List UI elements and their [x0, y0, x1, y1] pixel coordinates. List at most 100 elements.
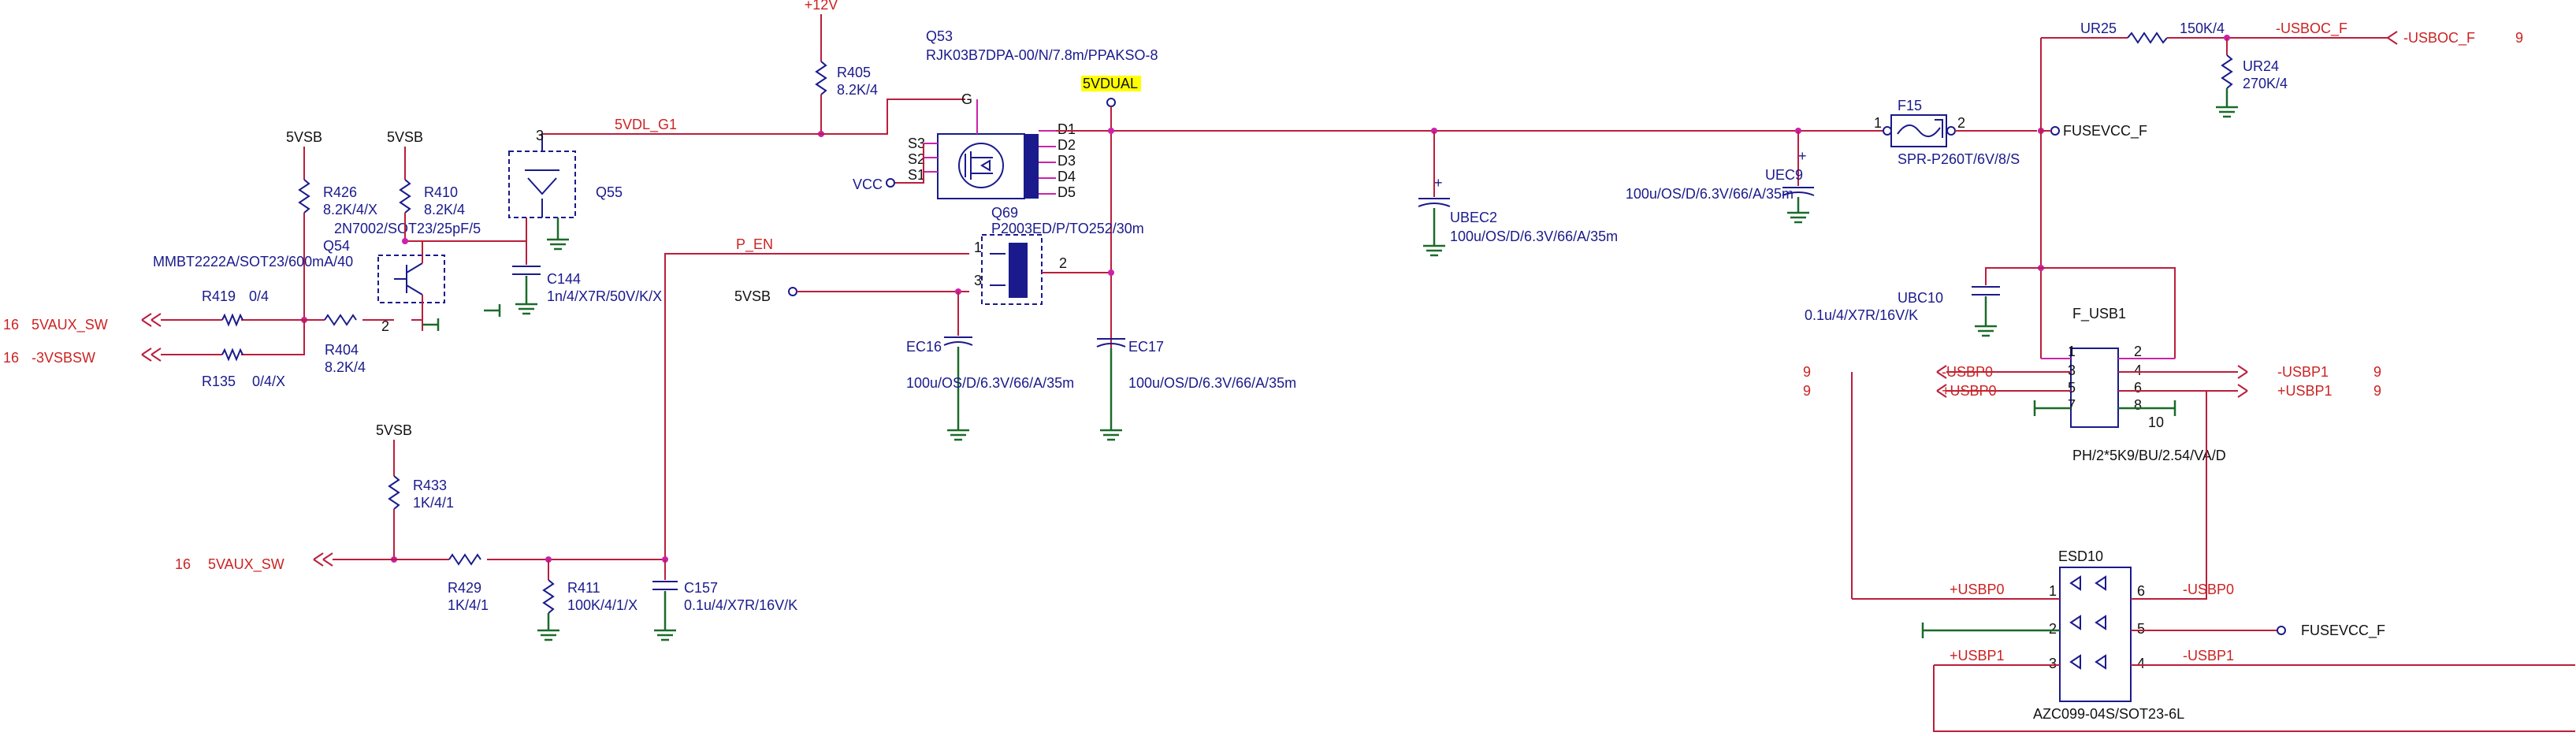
fusevcc-connector — [2050, 126, 2060, 136]
f15-pin2-label: 2 — [1957, 115, 1965, 131]
esd-pin-4: 4 — [2137, 656, 2145, 671]
f-usb1-ref: F_USB1 — [2072, 306, 2126, 322]
esd10-diodes — [2069, 575, 2106, 670]
resistor-r135 — [221, 348, 243, 362]
vcc-connector — [886, 178, 895, 188]
r429-value: 1K/4/1 — [448, 597, 489, 613]
q53-pin-d5: D5 — [1058, 184, 1076, 200]
net-p-en: P_EN — [736, 236, 773, 253]
r135-value: 0/4/X — [252, 374, 285, 389]
rail-plus12v: +12V — [805, 0, 838, 13]
usb-m1-header: -USBP1 — [2277, 364, 2329, 380]
esd-pin-1: 1 — [2049, 583, 2057, 599]
r426-value: 8.2K/4/X — [323, 202, 377, 217]
wire-usb-header — [1946, 371, 2238, 392]
usb1-sheet-ref-a: 9 — [2373, 364, 2381, 380]
ground-c144-side — [484, 304, 501, 317]
ground-q54 — [422, 318, 440, 331]
esd-pin-3: 3 — [2049, 656, 2057, 671]
rail-vcc: VCC — [853, 177, 883, 192]
vdual-highlight — [1081, 76, 1141, 91]
r419-value: 0/4 — [249, 288, 269, 304]
cap-ec16 — [943, 336, 973, 346]
transistor-q69 — [981, 234, 1043, 305]
f15-pin2 — [1946, 126, 1956, 136]
wire-vcc — [894, 143, 924, 184]
usb0-offsheet — [1936, 365, 1947, 398]
q69-tab — [1009, 243, 1028, 298]
c157-ref: C157 — [684, 580, 718, 596]
header-pin-8: 8 — [2134, 397, 2142, 413]
q69-leads — [990, 253, 1005, 286]
header-pin-3: 3 — [2068, 362, 2076, 378]
r433-rail: 5VSB — [376, 422, 412, 438]
f15-value: SPR-P260T/6V/8/S — [1898, 151, 2020, 167]
ground-header — [2033, 400, 2176, 416]
net-usboc-label: -USBOC_F — [2276, 20, 2347, 37]
ur25-ref: UR25 — [2080, 20, 2117, 36]
usb1-sheet-ref-b: 9 — [2373, 383, 2381, 399]
f15-symbol — [1897, 119, 1943, 138]
rail-5vaux-sw-2: 5VAUX_SW — [208, 556, 284, 573]
q53-pin-d1: D1 — [1058, 121, 1076, 137]
vdual-connector — [1106, 98, 1116, 107]
wire-q54 — [411, 241, 423, 331]
ubec2-ref: UBEC2 — [1450, 210, 1497, 225]
ec17-value: 100u/OS/D/6.3V/66/A/35m — [1128, 375, 1296, 391]
ground-ubc10 — [1975, 296, 1997, 337]
r419-ref: R419 — [202, 288, 236, 304]
ubec2-polarity: + — [1434, 175, 1443, 191]
f15-pin1-label: 1 — [1874, 115, 1882, 131]
resistor-r419 — [221, 313, 243, 327]
q69-pin-2: 2 — [1059, 255, 1067, 271]
q69-pin-1: 1 — [974, 240, 982, 255]
ground-r411 — [537, 613, 559, 641]
ec17-ref: EC17 — [1128, 339, 1164, 355]
esd-pin-2: 2 — [2049, 621, 2057, 637]
q53-body — [958, 143, 1004, 188]
resistor-r429 — [448, 553, 481, 566]
q53-pin-d4: D4 — [1058, 169, 1076, 184]
q53-ref: Q53 — [926, 28, 953, 44]
ubc10-ref: UBC10 — [1898, 290, 1943, 306]
vaux2-offsheet — [313, 552, 333, 567]
q54-symbol — [394, 262, 423, 296]
resistor-r433 — [388, 475, 400, 510]
q69-pin-3: 3 — [974, 273, 982, 288]
esd10-ref: ESD10 — [2058, 548, 2103, 564]
ground-c144 — [515, 276, 537, 315]
header-pin-10: 10 — [2148, 414, 2164, 430]
f-usb1-value: PH/2*5K9/BU/2.54/VA/D — [2072, 448, 2226, 463]
usb-p1-esd: +USBP1 — [1950, 648, 2005, 664]
q55-value: 2N7002/SOT23/25pF/5 — [334, 221, 481, 236]
ground-ec16 — [947, 347, 969, 441]
header-f-usb1 — [2070, 348, 2119, 428]
header-pin-4: 4 — [2134, 362, 2142, 378]
rail-fusevcc-esd: FUSEVCC_F — [2301, 623, 2385, 639]
r410-ref: R410 — [424, 184, 458, 200]
vsbsw-offsheet — [141, 348, 162, 362]
q53-pin-s1: S1 — [908, 167, 925, 183]
q69-rail-5vsb: 5VSB — [734, 288, 771, 304]
r405-value: 8.2K/4 — [837, 82, 878, 98]
r410-rail: 5VSB — [387, 129, 423, 145]
header-pin-6: 6 — [2134, 380, 2142, 396]
q55-symbol — [525, 134, 559, 217]
r433-ref: R433 — [413, 478, 447, 493]
resistor-r411 — [542, 579, 555, 614]
q53-symbol — [965, 151, 993, 180]
usb-m1-esd: -USBP1 — [2183, 648, 2234, 664]
resistor-r426 — [298, 179, 310, 214]
rail-3vsbsw: -3VSBSW — [32, 350, 95, 366]
r404-ref: R404 — [325, 342, 359, 358]
vaux-sheet-ref: 16 — [3, 317, 19, 333]
wire-5vdl-g1 — [542, 99, 965, 135]
net-5vdl-g1: 5VDL_G1 — [615, 117, 677, 133]
esd-esd10 — [2059, 567, 2132, 702]
r135-ref: R135 — [202, 374, 236, 389]
esd-fusevcc-connector — [2277, 626, 2286, 635]
wire-esd-p0 — [1851, 372, 2060, 600]
q53-pin-g: G — [961, 91, 972, 107]
header-pin-5: 5 — [2068, 380, 2076, 396]
q53-pin-s3: S3 — [908, 136, 925, 151]
